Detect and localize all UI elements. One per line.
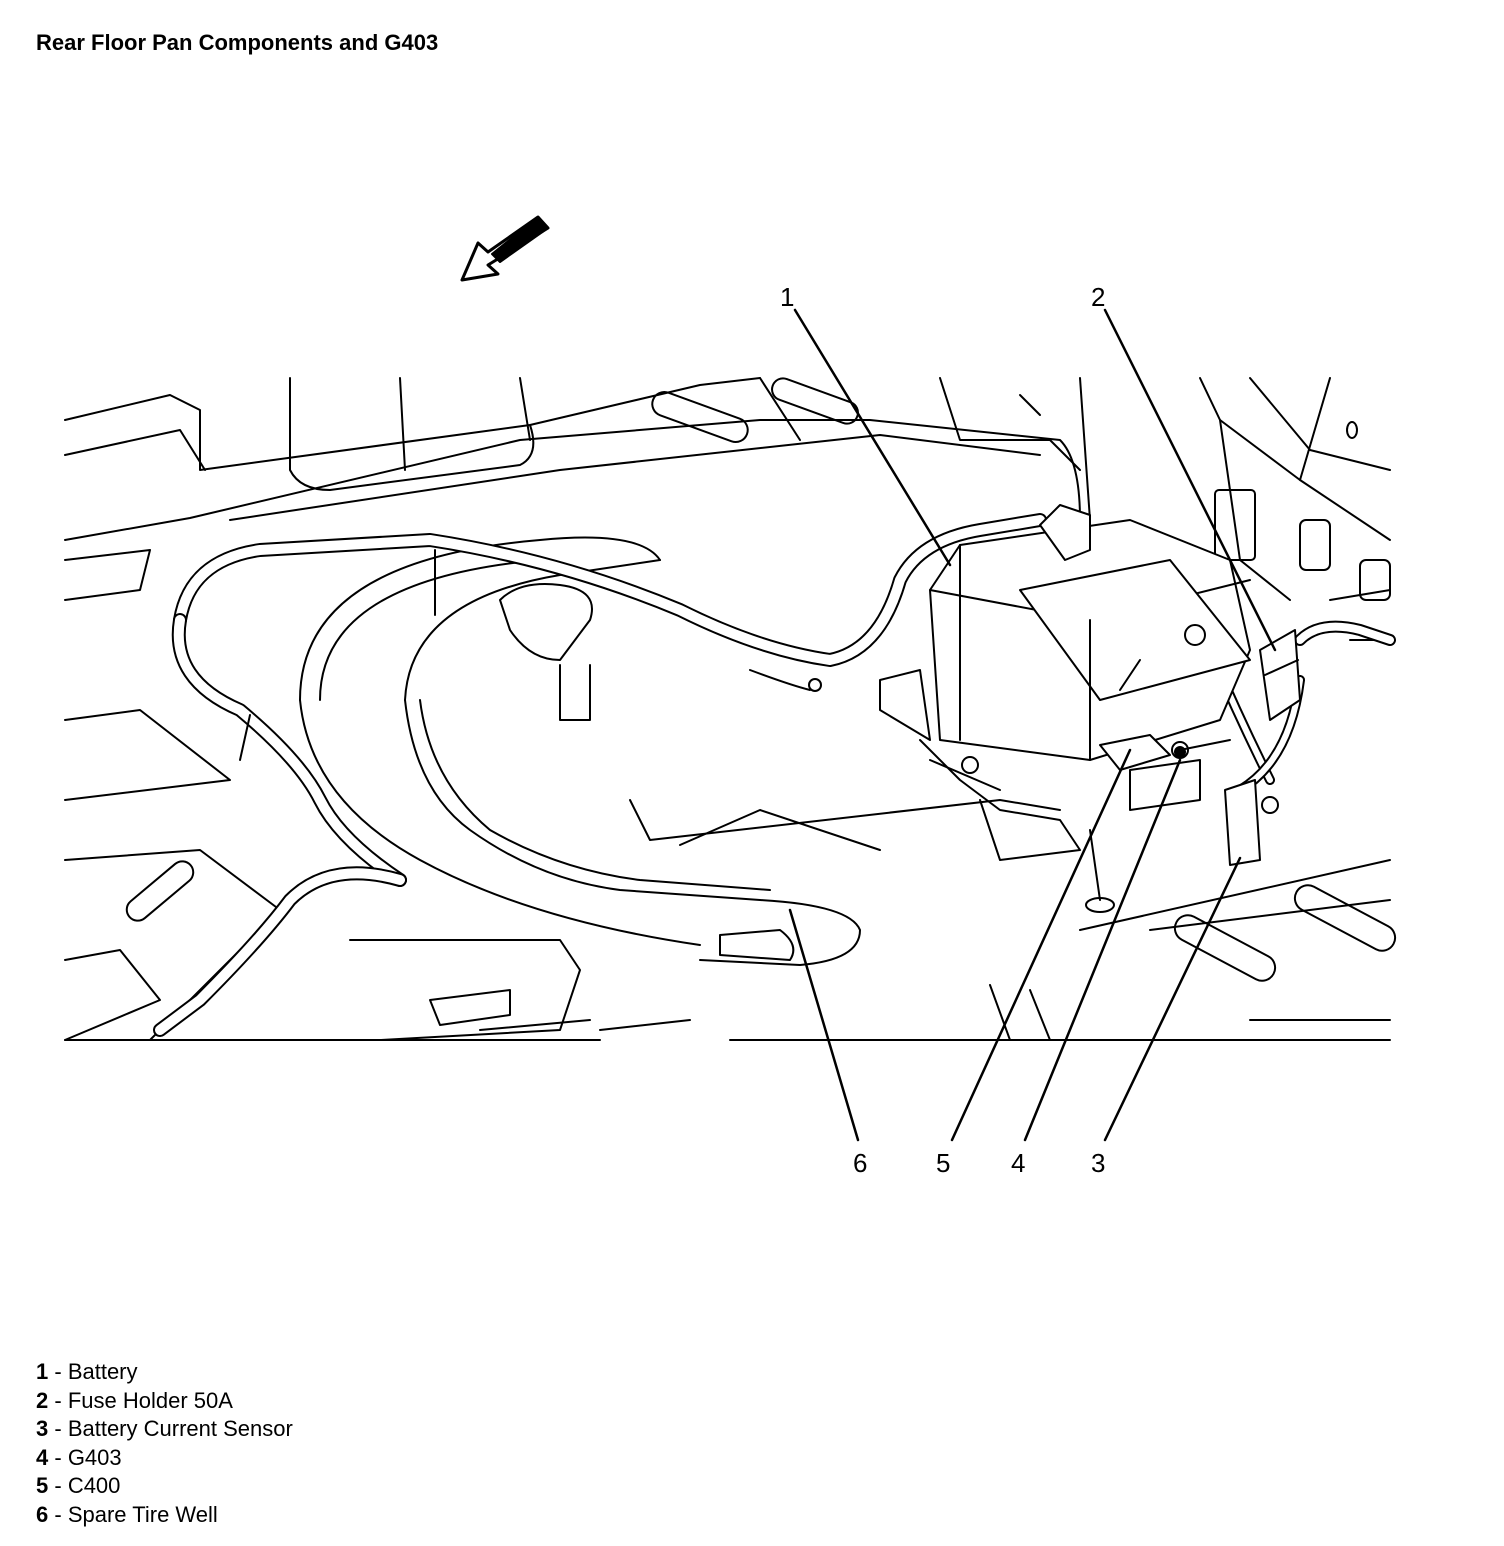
legend-number: 2 [36, 1387, 49, 1413]
legend-number: 3 [36, 1416, 49, 1442]
callout-3: 3 [1091, 1148, 1105, 1178]
callout-leaders [788, 308, 1277, 1142]
leader-3 [1103, 856, 1242, 1142]
legend-separator: - [48, 1473, 68, 1499]
legend-number: 6 [36, 1501, 49, 1527]
callout-4: 4 [1011, 1148, 1025, 1178]
battery-assembly [879, 504, 1251, 861]
leader-5 [950, 748, 1132, 1142]
legend-label: Battery [67, 1359, 138, 1384]
callout-5: 5 [936, 1148, 950, 1178]
c400-connector [1099, 734, 1171, 771]
legend-item-g403: 4 - G403 [36, 1444, 293, 1473]
legend-item-fuse-holder: 2 - Fuse Holder 50A [36, 1387, 293, 1416]
legend-separator: - [48, 1359, 68, 1384]
legend-label: Fuse Holder 50A [67, 1387, 233, 1413]
leader-4 [1023, 758, 1182, 1142]
g403-ground [1174, 746, 1186, 758]
legend-number: 4 [36, 1444, 49, 1470]
legend-number: 5 [36, 1473, 49, 1499]
legend-number: 1 [36, 1359, 49, 1384]
leader-1 [793, 308, 952, 567]
floor-slots [125, 377, 1397, 982]
legend-label: Battery Current Sensor [67, 1416, 293, 1442]
diagram-title: Rear Floor Pan Components and G403 [36, 30, 439, 55]
legend-separator: - [48, 1387, 68, 1413]
legend-label: C400 [67, 1473, 121, 1499]
legend-label: Spare Tire Well [67, 1501, 218, 1527]
legend-separator: - [48, 1416, 68, 1442]
front-direction-arrow-icon [460, 215, 550, 282]
leader-6 [788, 908, 860, 1142]
fuse-holder-50a [1259, 629, 1301, 721]
legend-label: G403 [67, 1444, 122, 1470]
legend-item-current-sensor: 3 - Battery Current Sensor [36, 1415, 293, 1444]
legend-item-c400: 5 - C400 [36, 1472, 293, 1501]
legend-item-spare-tire-well: 6 - Spare Tire Well [36, 1501, 293, 1530]
callout-2: 2 [1091, 282, 1105, 312]
leader-2 [1103, 308, 1277, 652]
battery-current-sensor [1224, 779, 1279, 866]
callout-1: 1 [780, 282, 794, 312]
legend-separator: - [48, 1501, 68, 1527]
component-legend: 1 - Battery 2 - Fuse Holder 50A 3 - Batt… [36, 1358, 293, 1530]
legend-item-battery: 1 - Battery [36, 1358, 293, 1387]
callout-6: 6 [853, 1148, 867, 1178]
legend-separator: - [48, 1444, 68, 1470]
